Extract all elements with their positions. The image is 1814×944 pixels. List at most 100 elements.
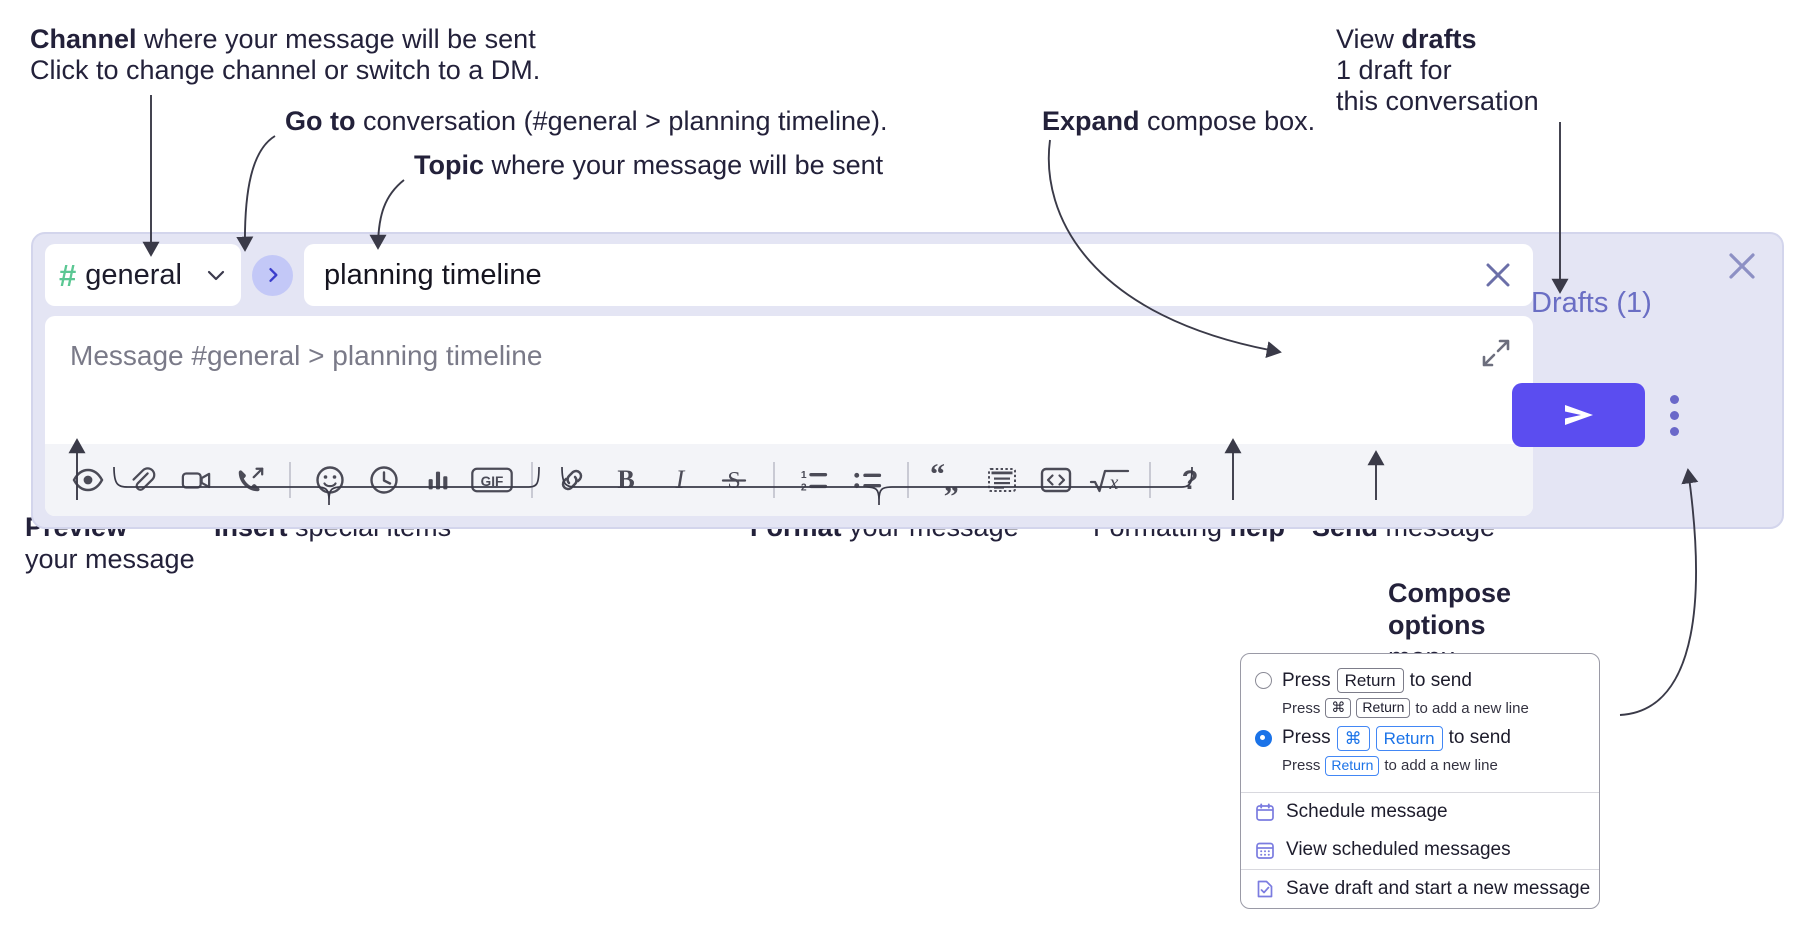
kebab-dot [1669,426,1679,436]
sub-suffix: to add a new line [1415,699,1529,717]
expand-compose-icon[interactable] [1481,338,1511,368]
menu-item-schedule-message[interactable]: Schedule message [1241,793,1599,831]
radio-button[interactable] [1255,672,1272,690]
send-option-label: Press Return to send [1282,668,1472,694]
compose-inner: # general planning timeline [45,244,1533,516]
menu-item-label: Schedule message [1286,800,1448,822]
radio-button-selected[interactable] [1255,729,1272,747]
clear-topic-icon[interactable] [1481,258,1515,292]
inline-code-icon[interactable] [1029,453,1083,507]
clock-icon[interactable] [357,453,411,507]
menu-item-label: View scheduled messages [1286,838,1511,860]
bullet-list-icon[interactable] [841,453,895,507]
opt-suffix: to send [1409,669,1472,691]
send-option-sublabel: Press ⌘ Return to add a new line [1241,695,1599,724]
menu-item-save-draft[interactable]: Save draft and start a new message [1241,870,1599,908]
svg-text:GIF: GIF [481,474,504,489]
channel-selector[interactable]: # general [45,244,241,306]
opt-prefix: Press [1282,669,1331,691]
save-draft-icon [1255,879,1275,899]
annotation-goto-rest: conversation (#general > planning timeli… [355,106,888,136]
kebab-dot [1669,410,1679,420]
annotation-preview-line2: your message [25,544,195,574]
svg-text:“: “ [930,464,945,491]
menu-item-view-scheduled[interactable]: View scheduled messages [1241,831,1599,869]
annotation-topic-bold: Topic [414,150,484,180]
send-option-cmd-return[interactable]: Press ⌘ Return to send Press Return to a… [1241,724,1599,782]
send-paper-plane-icon [1564,405,1593,425]
close-icon[interactable] [1724,248,1760,284]
annotation-goto-bold: Go to [285,106,356,136]
compose-options-menu: Press Return to send Press ⌘ Return to a… [1240,653,1600,910]
svg-text:x: x [1109,472,1119,494]
sub-suffix: to add a new line [1384,757,1498,775]
audio-call-icon[interactable] [223,453,277,507]
annotation-expand-rest: compose box. [1139,106,1316,136]
chevron-down-icon [205,264,227,286]
video-icon[interactable] [169,453,223,507]
message-placeholder: Message #general > planning timeline [70,340,543,371]
topic-value: planning timeline [324,258,542,291]
annotation-drafts-sub2: this conversation [1336,86,1539,116]
svg-text:I: I [675,465,686,494]
code-block-icon[interactable] [975,453,1029,507]
toolbar-separator [531,462,533,498]
math-icon[interactable]: x [1083,453,1137,507]
calendar-grid-icon [1255,840,1275,860]
toolbar-separator [289,462,291,498]
annotation-compose-options-line1: Compose [1388,578,1511,610]
blockquote-icon[interactable]: “ „ [921,453,975,507]
key-command: ⌘ [1336,725,1370,751]
annotation-expand-bold: Expand [1042,106,1140,136]
send-shortcut-options: Press Return to send Press ⌘ Return to a… [1241,654,1599,791]
annotation-topic: Topic where your message will be sent [414,150,883,182]
annotation-expand: Expand compose box. [1042,106,1315,138]
hash-icon: # [59,257,77,293]
ordered-list-icon[interactable]: 1 2 [787,453,841,507]
annotation-drafts: View drafts [1336,24,1477,56]
compose-options-menu-button[interactable] [1661,385,1687,445]
annotation-compose-options-bold1: Compose [1388,578,1512,608]
preview-icon[interactable] [61,453,115,507]
emoji-icon[interactable] [303,453,357,507]
help-icon[interactable]: ? [1163,453,1217,507]
message-input-area[interactable]: Message #general > planning timeline [45,316,1533,516]
annotation-drafts-plain: View [1336,24,1402,54]
send-option-sublabel: Press Return to add a new line [1241,753,1599,782]
svg-text:2: 2 [801,482,807,493]
key-return: Return [1375,725,1443,751]
menu-divider [1241,868,1599,871]
send-option-return[interactable]: Press Return to send Press ⌘ Return to a… [1241,666,1599,724]
poll-icon[interactable] [411,453,465,507]
strikethrough-icon[interactable]: S [707,453,761,507]
chevron-right-icon [268,268,277,282]
svg-text:B: B [617,465,634,494]
annotation-channel-sub: Click to change channel or switch to a D… [30,55,541,85]
go-to-conversation-button[interactable] [252,254,293,296]
annotation-compose-options-bold2: options [1388,610,1486,640]
attachment-icon[interactable] [115,453,169,507]
toolbar-separator [907,462,909,498]
annotation-compose-options-line2: options [1388,610,1485,642]
formatting-toolbar: GIF B [45,444,1533,516]
calendar-icon [1255,802,1275,822]
channel-name: general [85,258,182,291]
svg-text:?: ? [1182,465,1199,495]
bold-icon[interactable]: B [599,453,653,507]
opt-suffix: to send [1448,727,1511,749]
sub-prefix: Press [1282,699,1321,717]
link-icon[interactable] [545,453,599,507]
annotation-channel-bold: Channel [30,24,137,54]
topic-input[interactable]: planning timeline [304,244,1533,306]
annotation-topic-rest: where your message will be sent [484,150,884,180]
svg-text:1: 1 [801,470,807,481]
svg-text:„: „ [944,465,959,496]
toolbar-separator [1149,462,1151,498]
send-button[interactable] [1512,383,1645,447]
menu-divider [1241,791,1599,793]
drafts-link[interactable]: Drafts (1) [1531,287,1652,319]
gif-icon[interactable]: GIF [465,453,519,507]
italic-icon[interactable]: I [653,453,707,507]
compose-header-row: # general planning timeline [45,244,1533,306]
